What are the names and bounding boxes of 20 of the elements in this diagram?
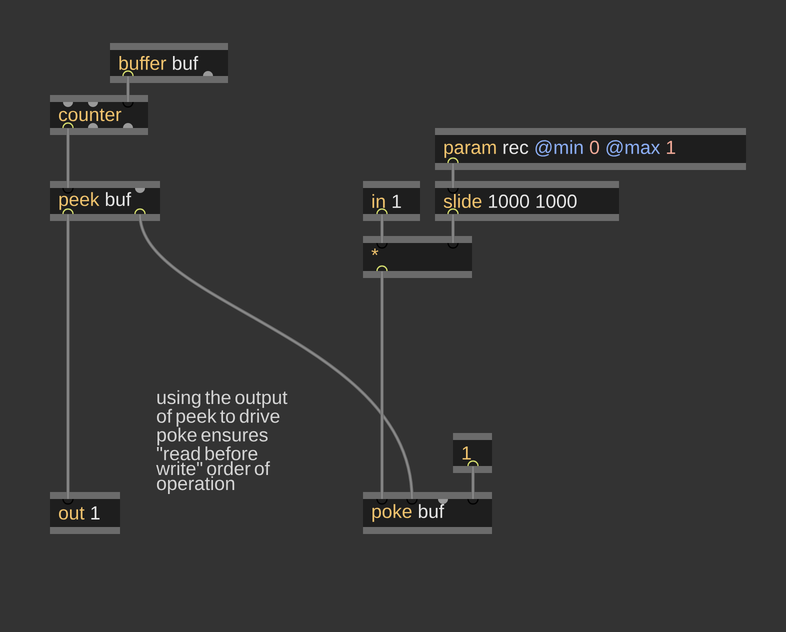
object-box: 1	[453, 433, 492, 473]
object-box: slide 1000 1000	[435, 181, 619, 221]
patch-cord	[451, 214, 455, 243]
object-box: param rec @min 0 @max 1	[435, 128, 746, 170]
object-box: out 1	[50, 492, 120, 534]
object-box: *	[363, 236, 472, 278]
comment-text: using the output of peek to drive poke ensures "read before write" order of operation	[156, 390, 288, 494]
patch-cord	[126, 76, 130, 102]
patch-cord	[380, 214, 384, 243]
patch-cord	[451, 163, 455, 188]
patch-cord	[138, 214, 414, 500]
object-box: peek buf	[50, 181, 160, 221]
patch-cord	[380, 271, 384, 499]
object-box: poke buf	[363, 492, 492, 534]
patch-cord	[66, 214, 70, 499]
patch-cord	[471, 466, 475, 499]
patch-cord	[66, 128, 70, 188]
object-box: in 1	[363, 181, 420, 221]
object-box: buffer buf	[110, 43, 228, 83]
object-box: counter	[50, 95, 148, 135]
